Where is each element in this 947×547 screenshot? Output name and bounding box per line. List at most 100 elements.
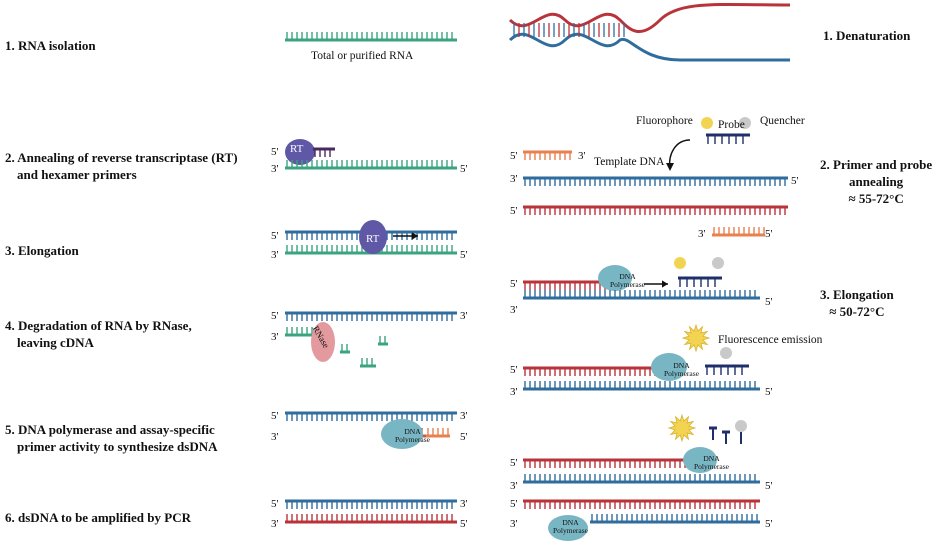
end-label: 3' [271, 331, 279, 343]
end-label: 3' [578, 150, 586, 162]
left-step-2: 2. Annealing of reverse transcriptase (R… [5, 150, 238, 182]
rnase-enzyme [311, 322, 335, 362]
fluorophore-label: Fluorophore [636, 115, 693, 127]
primer-extended [523, 280, 610, 290]
probe-strand [706, 133, 750, 144]
quencher [735, 420, 747, 432]
end-label: 3' [271, 249, 279, 261]
left-step-3: 3. Elongation [5, 243, 79, 258]
rna-fragment [360, 358, 376, 368]
specific-primer [426, 428, 450, 438]
cdna-strand-5 [285, 411, 457, 421]
dna-polymerase-r4 [548, 515, 588, 541]
rna-fragment [340, 344, 350, 354]
dna-polymerase-r3 [683, 447, 717, 473]
end-label: 5' [510, 150, 518, 162]
fluorophore [701, 117, 713, 129]
end-label: 5' [271, 230, 279, 242]
probe-fragment [705, 364, 749, 375]
end-label: 5' [765, 480, 773, 492]
new-strand-5 [523, 458, 690, 468]
right-step-3: 3. Elongation≈ 50-72°C [820, 287, 894, 319]
end-label: 5' [460, 163, 468, 175]
template-strand-3 [523, 290, 760, 300]
reverse-primer [712, 227, 765, 237]
quencher [712, 257, 724, 269]
elongation-arrow-head [412, 232, 418, 240]
hexamer-primer [313, 147, 335, 157]
end-label: 3' [698, 228, 706, 240]
fluorescence-emission-label: Fluorescence emission [718, 334, 823, 346]
end-label: 5' [510, 205, 518, 217]
cdna-strand-4 [285, 311, 457, 321]
left-step-6: 6. dsDNA to be amplified by PCR [5, 510, 191, 525]
end-label: 5' [765, 518, 773, 530]
end-label: 5' [460, 249, 468, 261]
end-label: 3' [510, 518, 518, 530]
end-label: 3' [271, 518, 279, 530]
rt-label-1: RT [290, 143, 304, 155]
quencher [739, 117, 751, 129]
dna-polymerase-r1 [598, 265, 632, 291]
end-label: 5' [765, 228, 773, 240]
new-strand-4 [523, 366, 660, 376]
end-label: 3' [271, 431, 279, 443]
forward-primer [523, 150, 572, 160]
new-blue-6 [590, 514, 760, 524]
end-label: 3' [460, 310, 468, 322]
template-dna [523, 176, 788, 186]
end-label: 3' [510, 480, 518, 492]
quencher [720, 347, 732, 359]
end-label: 5' [510, 498, 518, 510]
probe-strand [678, 276, 722, 287]
elongation-arrow-right-head [662, 280, 668, 288]
end-label: 3' [510, 304, 518, 316]
rna-strand-2 [285, 160, 457, 170]
end-label: 3' [460, 410, 468, 422]
probe-arrow-head [666, 163, 674, 171]
dna-polymerase-r2 [651, 353, 687, 381]
end-label: 5' [271, 498, 279, 510]
rna-fragment [378, 336, 388, 346]
end-label: 5' [460, 518, 468, 530]
left-step-4: 4. Degradation of RNA by RNase,leaving c… [5, 318, 192, 350]
end-label: 5' [510, 457, 518, 469]
fluorescence-burst [667, 413, 697, 443]
end-label: 5' [271, 410, 279, 422]
end-label: 5' [510, 364, 518, 376]
dna-polymerase-left [381, 419, 423, 449]
end-label: 3' [510, 173, 518, 185]
fluorophore [674, 257, 686, 269]
left-step-1: 1. RNA isolation [5, 38, 96, 53]
right-step-1: 1. Denaturation [823, 28, 911, 43]
template-dna-red [523, 205, 788, 215]
fluorescence-burst [681, 323, 711, 353]
rna-caption: Total or purified RNA [311, 50, 414, 62]
template-strand-4 [523, 381, 760, 391]
end-label: 5' [791, 175, 799, 187]
end-label: 5' [460, 431, 468, 443]
quencher-label: Quencher [760, 115, 805, 127]
end-label: 5' [271, 146, 279, 158]
dsdna-top [285, 499, 457, 509]
template-strand-5 [523, 474, 760, 484]
reverse-transcriptase [285, 139, 315, 165]
dsdna-bottom [285, 514, 457, 524]
template-red-6 [523, 499, 760, 509]
helix-blue [508, 32, 790, 62]
end-label: 5' [765, 296, 773, 308]
rt-label-2: RT [366, 233, 380, 245]
end-label: 5' [510, 278, 518, 290]
probe-label: Probe [718, 119, 745, 131]
end-label: 3' [460, 498, 468, 510]
rna-strand [285, 32, 457, 42]
end-label: 5' [765, 386, 773, 398]
end-label: 3' [271, 163, 279, 175]
